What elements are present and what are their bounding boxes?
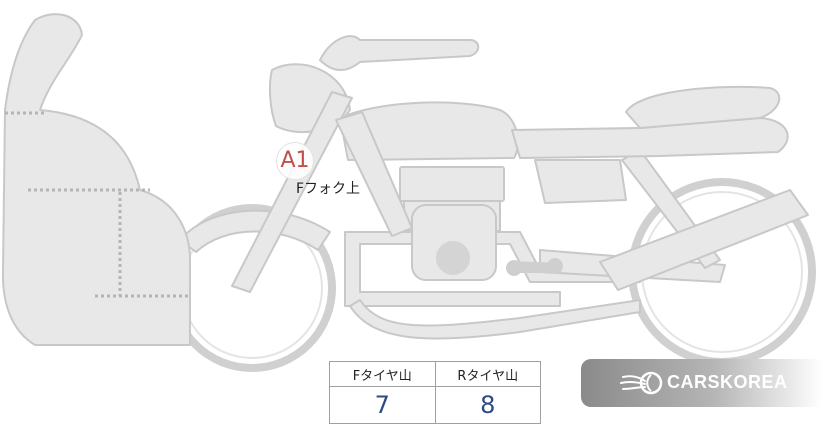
rear-fender — [599, 189, 809, 291]
front-fork — [231, 91, 353, 293]
rear-tire-header: Rタイヤ山 — [434, 361, 541, 387]
fork-brace — [335, 111, 413, 237]
tire-tread-table: Fタイヤ山 Rタイヤ山 7 8 — [329, 361, 541, 424]
seat-top — [625, 85, 781, 129]
front-tire-header: Fタイヤ山 — [329, 361, 436, 387]
engine-cylinder — [399, 166, 505, 202]
inspection-marker-label: Fフォク上 — [296, 181, 361, 197]
engine-cover — [436, 241, 470, 275]
inspection-marker-a1[interactable]: A1 — [276, 142, 314, 180]
exhaust-pipe — [349, 299, 641, 340]
side-cover — [534, 159, 627, 204]
front-fender — [179, 209, 331, 253]
rear-tire-value: 8 — [434, 386, 541, 424]
handlebar — [319, 35, 480, 71]
brand-wing-icon — [620, 371, 663, 395]
fairing — [1, 13, 191, 346]
front-tire-value: 7 — [329, 386, 436, 424]
brand-logo: CARSKOREA — [581, 359, 822, 407]
brand-name: CARSKOREA — [667, 372, 788, 392]
